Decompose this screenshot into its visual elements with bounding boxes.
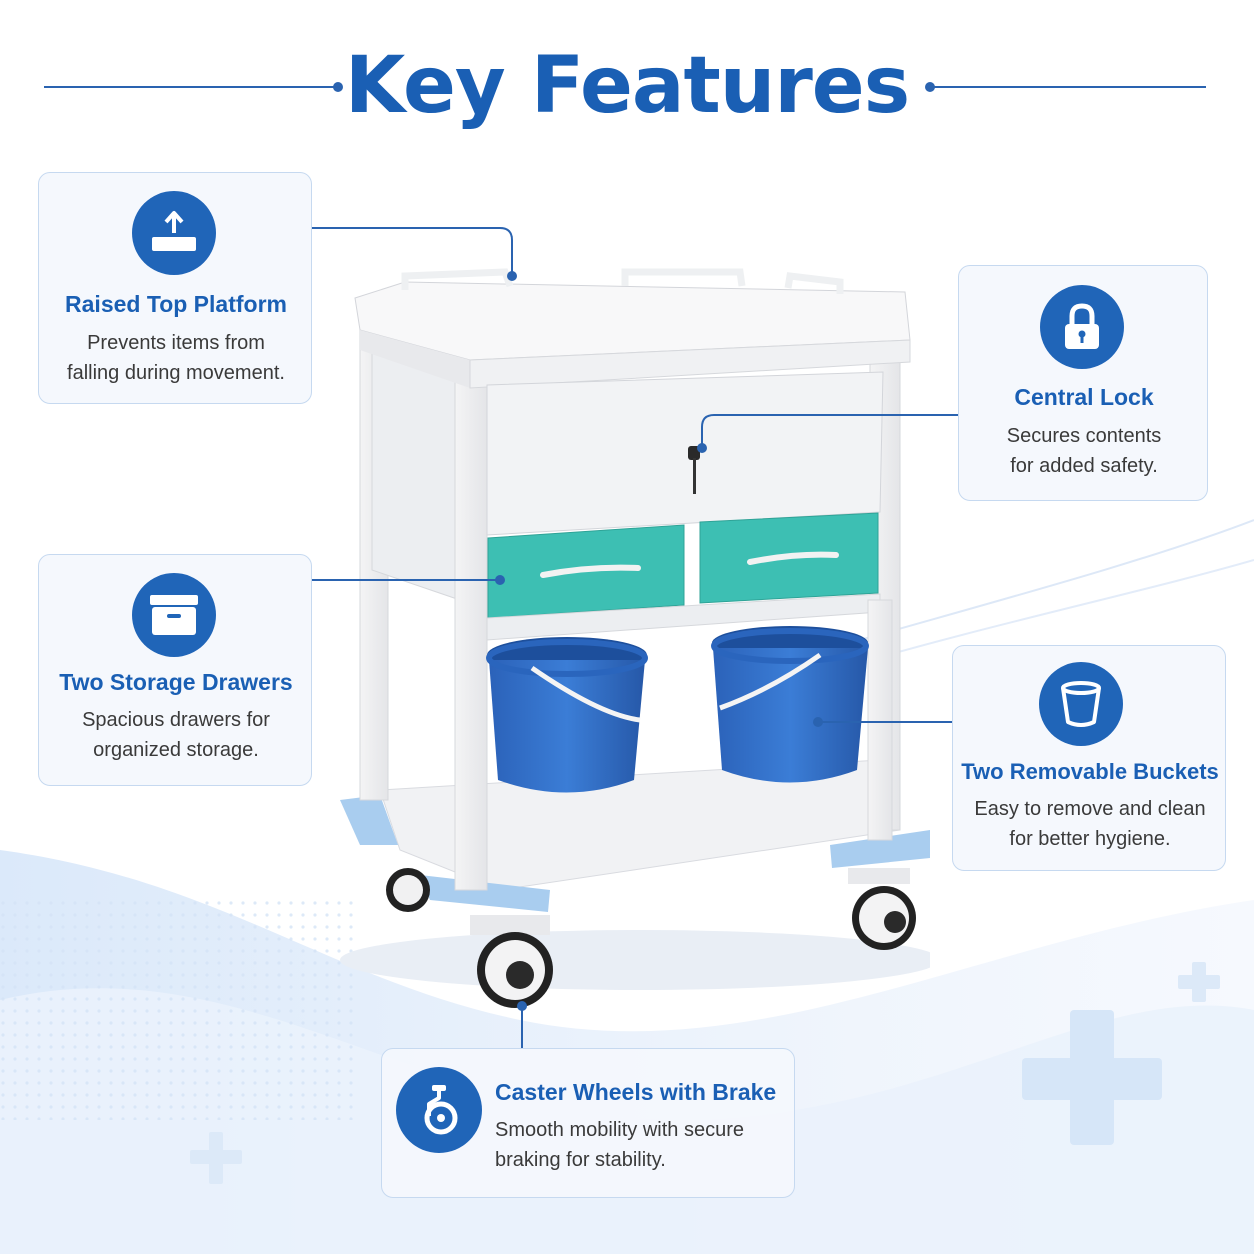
feature-card-raised-top-platform: Raised Top Platform Prevents items from … (38, 172, 312, 404)
wheel-back-left (386, 868, 430, 912)
feature-card-caster-wheels-with-brake: Caster Wheels with Brake Smooth mobility… (381, 1048, 795, 1198)
feature-title: Two Storage Drawers (59, 669, 293, 695)
feature-title: Raised Top Platform (65, 291, 287, 317)
page-title: Key Features (344, 41, 910, 131)
feature-description: Secures contents for added safety. (1006, 425, 1162, 477)
feature-title: Central Lock (1014, 384, 1154, 410)
feature-description: Prevents items from falling during movem… (67, 332, 285, 384)
upload-tray-icon (132, 191, 216, 275)
feature-card-two-storage-drawers: Two Storage Drawers Spacious drawers for… (38, 554, 312, 786)
feature-description: Easy to remove and clean for better hygi… (974, 798, 1206, 850)
bucket-right (711, 626, 869, 783)
title-dot-left (333, 82, 343, 92)
wheel-front-left (470, 915, 553, 1008)
feature-title: Caster Wheels with Brake (495, 1079, 777, 1105)
feature-card-two-removable-buckets: Two Removable Buckets Easy to remove and… (952, 645, 1226, 871)
feature-description: Spacious drawers for organized storage. (82, 709, 270, 761)
drawer-icon (132, 573, 216, 657)
medical-cross-large (1022, 1010, 1162, 1145)
feature-description: Smooth mobility with secure braking for … (495, 1119, 744, 1171)
title-line-right (930, 86, 1206, 88)
caster-wheel-icon (396, 1067, 482, 1153)
wheel-front-right (848, 868, 916, 950)
bucket-left (486, 637, 648, 793)
padlock-icon (1040, 285, 1124, 369)
bucket-icon (1039, 662, 1123, 746)
medical-trolley-image (340, 268, 930, 1008)
feature-card-central-lock: Central Lock Secures contents for added … (958, 265, 1208, 501)
feature-title: Two Removable Buckets (961, 759, 1219, 784)
title-line-left (44, 86, 338, 88)
